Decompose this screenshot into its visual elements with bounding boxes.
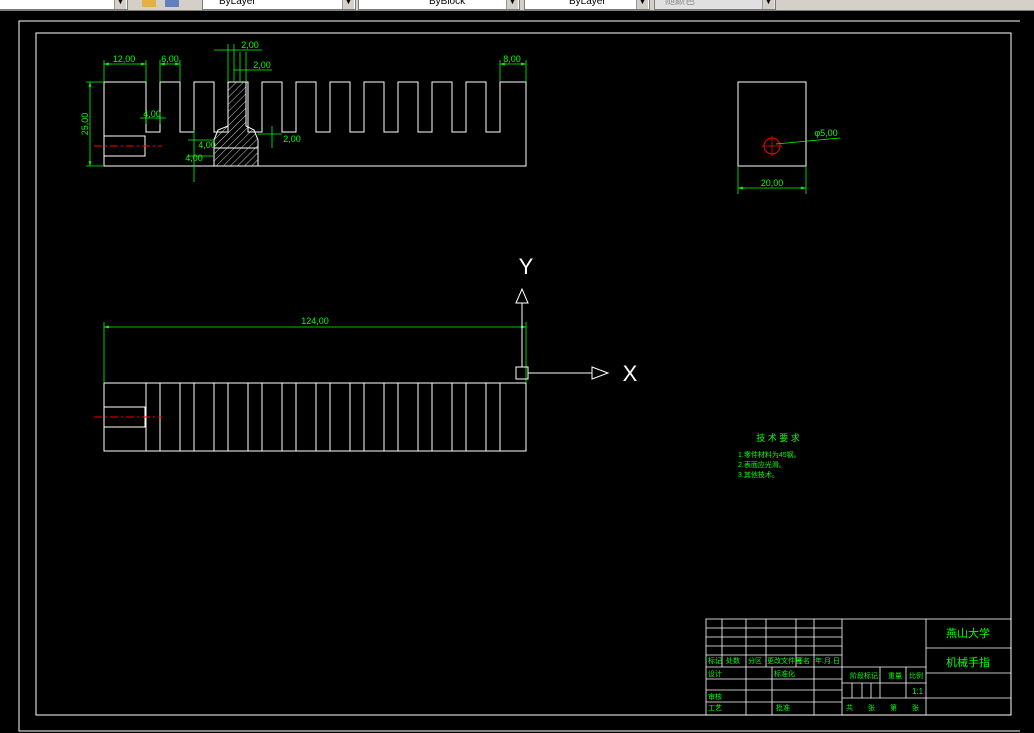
length-dimension <box>103 322 527 383</box>
dim-2-top: 2,00 <box>241 40 259 50</box>
dim-25: 25,00 <box>80 113 90 136</box>
chevron-down-icon[interactable]: ▼ <box>762 0 774 9</box>
tech-req-item-3: 3.其他技术。 <box>738 470 779 479</box>
chevron-down-icon[interactable]: ▼ <box>636 0 648 9</box>
tb-label-biaoji: 标记 <box>708 656 722 665</box>
front-dimensions <box>86 44 527 182</box>
dim-124: 124,00 <box>301 316 329 326</box>
dim-20: 20,00 <box>761 178 784 188</box>
chevron-down-icon[interactable]: ▼ <box>114 0 126 9</box>
tb-label-jieduan: 阶段标记 <box>850 671 878 680</box>
tb-scale: 1:1 <box>912 687 924 696</box>
tb-label-zhongliang: 重量 <box>888 672 902 680</box>
ucs-icon <box>515 287 610 380</box>
plotstyle-combo-value: 随颜色 <box>665 0 695 7</box>
tb-label-date: 年.月.日 <box>815 656 840 665</box>
side-view-outline <box>737 81 807 167</box>
linetype-combo-value: ByBlock <box>429 0 466 7</box>
tech-req-item-1: 1.零件材料为45钢。 <box>738 450 801 459</box>
dim-4-upper: 4,00 <box>198 140 216 150</box>
top-view-grooves <box>145 383 501 451</box>
front-view <box>103 81 527 167</box>
properties-toolbar: ▼ ByLayer ▼ ByBlock ▼ ByLayer ▼ 随颜色 ▼ <box>0 0 1034 11</box>
tb-label-gengai: 更改文件号 <box>767 656 802 665</box>
tb-label-fenqu: 分区 <box>748 656 762 665</box>
drawing-canvas[interactable]: 12,00 6,00 2,00 2,00 8,00 25,00 4,00 4,0… <box>0 11 1034 733</box>
plotstyle-combo[interactable]: 随颜色 ▼ <box>654 0 776 10</box>
dim-2-slot: 2,00 <box>253 60 271 70</box>
layer-combo[interactable]: ▼ <box>0 0 128 10</box>
dim-2-side: 2,00 <box>283 134 301 144</box>
dim-6: 6,00 <box>161 54 179 64</box>
tech-req-title: 技 术 要 求 <box>756 432 800 443</box>
vertical-scrollbar[interactable] <box>1020 11 1034 733</box>
tb-label-pizhun: 批准 <box>776 703 790 712</box>
school-name: 燕山大学 <box>946 626 990 640</box>
linetype-combo[interactable]: ByBlock ▼ <box>358 0 520 10</box>
tb-label-chushu: 处数 <box>726 656 740 665</box>
tb-label-qianming: 签名 <box>796 656 810 665</box>
chevron-down-icon[interactable]: ▼ <box>506 0 518 9</box>
tb-label-sheji: 设计 <box>708 669 722 678</box>
title-block <box>705 618 1012 716</box>
hatched-section <box>213 81 259 167</box>
ucs-x-label: X <box>623 361 638 386</box>
tb-label-biaozhunhua: 标准化 <box>774 669 795 678</box>
dim-8: 8,00 <box>503 54 521 64</box>
part-name: 机械手指 <box>946 655 990 669</box>
dim-12: 12,00 <box>113 54 136 64</box>
layer-state-icon[interactable] <box>142 0 156 7</box>
chevron-down-icon[interactable]: ▼ <box>342 0 354 9</box>
top-view-outline <box>103 382 527 452</box>
color-combo-value: ByLayer <box>219 0 256 7</box>
tb-label-bili: 比例 <box>909 671 923 680</box>
tb-label-zhang1: 张 <box>868 703 875 712</box>
tb-label-shenhe: 审核 <box>708 692 722 701</box>
tech-req-item-2: 2.表面应光滑。 <box>738 460 786 469</box>
layer-manager-icon[interactable] <box>165 0 179 7</box>
lineweight-combo[interactable]: ByLayer ▼ <box>524 0 650 10</box>
frame-border <box>35 32 1012 716</box>
lineweight-combo-value: ByLayer <box>569 0 606 7</box>
dim-4-lower: 4,00 <box>185 153 203 163</box>
ucs-y-label: Y <box>519 254 534 279</box>
front-view-outline <box>103 81 527 167</box>
sheet-border <box>18 20 1026 732</box>
tb-label-gongyi: 工艺 <box>708 704 722 712</box>
tb-label-di: 第 <box>890 703 897 712</box>
tb-label-zhang2: 张 <box>912 703 919 712</box>
technical-requirements: 技 术 要 求 1.零件材料为45钢。 2.表面应光滑。 3.其他技术。 <box>738 432 801 479</box>
top-view <box>103 382 527 452</box>
tb-label-gong: 共 <box>846 703 853 712</box>
dim-diameter: φ5,00 <box>814 128 837 138</box>
dim-4-slot: 4,00 <box>143 109 161 119</box>
side-dimensions <box>737 137 841 194</box>
color-combo[interactable]: ByLayer ▼ <box>202 0 356 10</box>
